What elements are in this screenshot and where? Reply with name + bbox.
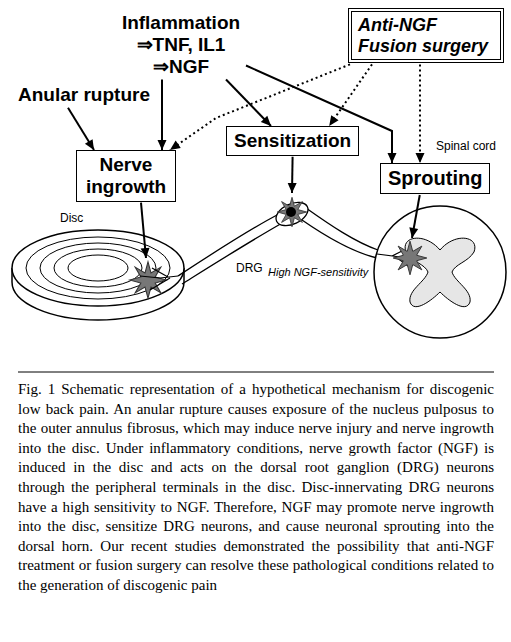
disc-ring (40, 243, 156, 293)
arrowhead (416, 153, 425, 163)
node-text: Anular rupture (18, 84, 150, 106)
connector-arrow (68, 108, 94, 150)
part-label: Spinal cord (436, 140, 496, 154)
connector-line (419, 64, 421, 163)
text-node: Anular rupture (18, 84, 150, 106)
process-box: Sprouting (380, 163, 490, 194)
node-text: Anti-NGF Fusion surgery (358, 15, 494, 56)
disc-ring (26, 237, 170, 299)
text-node: Inflammation ⇒TNF, IL1 ⇒NGF (118, 12, 244, 78)
connector-line (226, 80, 271, 126)
gray-matter (405, 238, 475, 307)
arrowhead (170, 141, 181, 150)
nerve-branch (140, 268, 178, 290)
disc-ring (68, 255, 128, 281)
arrowhead (141, 248, 150, 258)
pointer-arrow (288, 157, 297, 193)
nerve-fiber (302, 220, 377, 258)
arrowhead (388, 153, 397, 163)
pain-star (130, 262, 166, 298)
connector-line (329, 64, 372, 126)
part-label: High NGF-sensitivity (268, 266, 368, 279)
pain-star (277, 197, 306, 226)
node-text: Inflammation ⇒TNF, IL1 ⇒NGF (118, 12, 244, 78)
neuron-body (286, 207, 296, 217)
pointer-arrow (141, 203, 150, 258)
arrowhead (329, 115, 338, 126)
spinal-cord (374, 206, 506, 338)
arrowhead (288, 183, 297, 193)
node-text: Sprouting (388, 167, 482, 190)
dotted-arrow (416, 64, 425, 163)
caption-rule (18, 372, 494, 373)
connector-arrow (226, 80, 271, 126)
part-label: Disc (60, 212, 83, 226)
process-box: Sensitization (226, 126, 359, 156)
dotted-arrow (329, 64, 372, 126)
connector-line (68, 108, 94, 150)
arrowhead (409, 227, 418, 238)
disc-ring (54, 249, 142, 287)
drg-ganglion (272, 198, 311, 230)
connector-line (161, 80, 163, 150)
process-box: Nerve ingrowth (76, 150, 176, 202)
disc-ring (12, 230, 184, 306)
figure-caption: Fig. 1 Schematic representation of a hyp… (18, 380, 494, 596)
nerve-fiber (178, 214, 279, 276)
pointer-arrow (409, 195, 419, 238)
pain-star (393, 241, 427, 275)
connector-arrow (158, 80, 167, 150)
arrowhead (261, 116, 271, 126)
arrowhead (85, 139, 94, 150)
treatment-box: Anti-NGF Fusion surgery (348, 8, 504, 63)
part-label: DRG (236, 262, 263, 276)
arrowhead (158, 140, 167, 150)
node-text: Nerve ingrowth (84, 154, 168, 198)
node-text: Sensitization (234, 130, 351, 152)
